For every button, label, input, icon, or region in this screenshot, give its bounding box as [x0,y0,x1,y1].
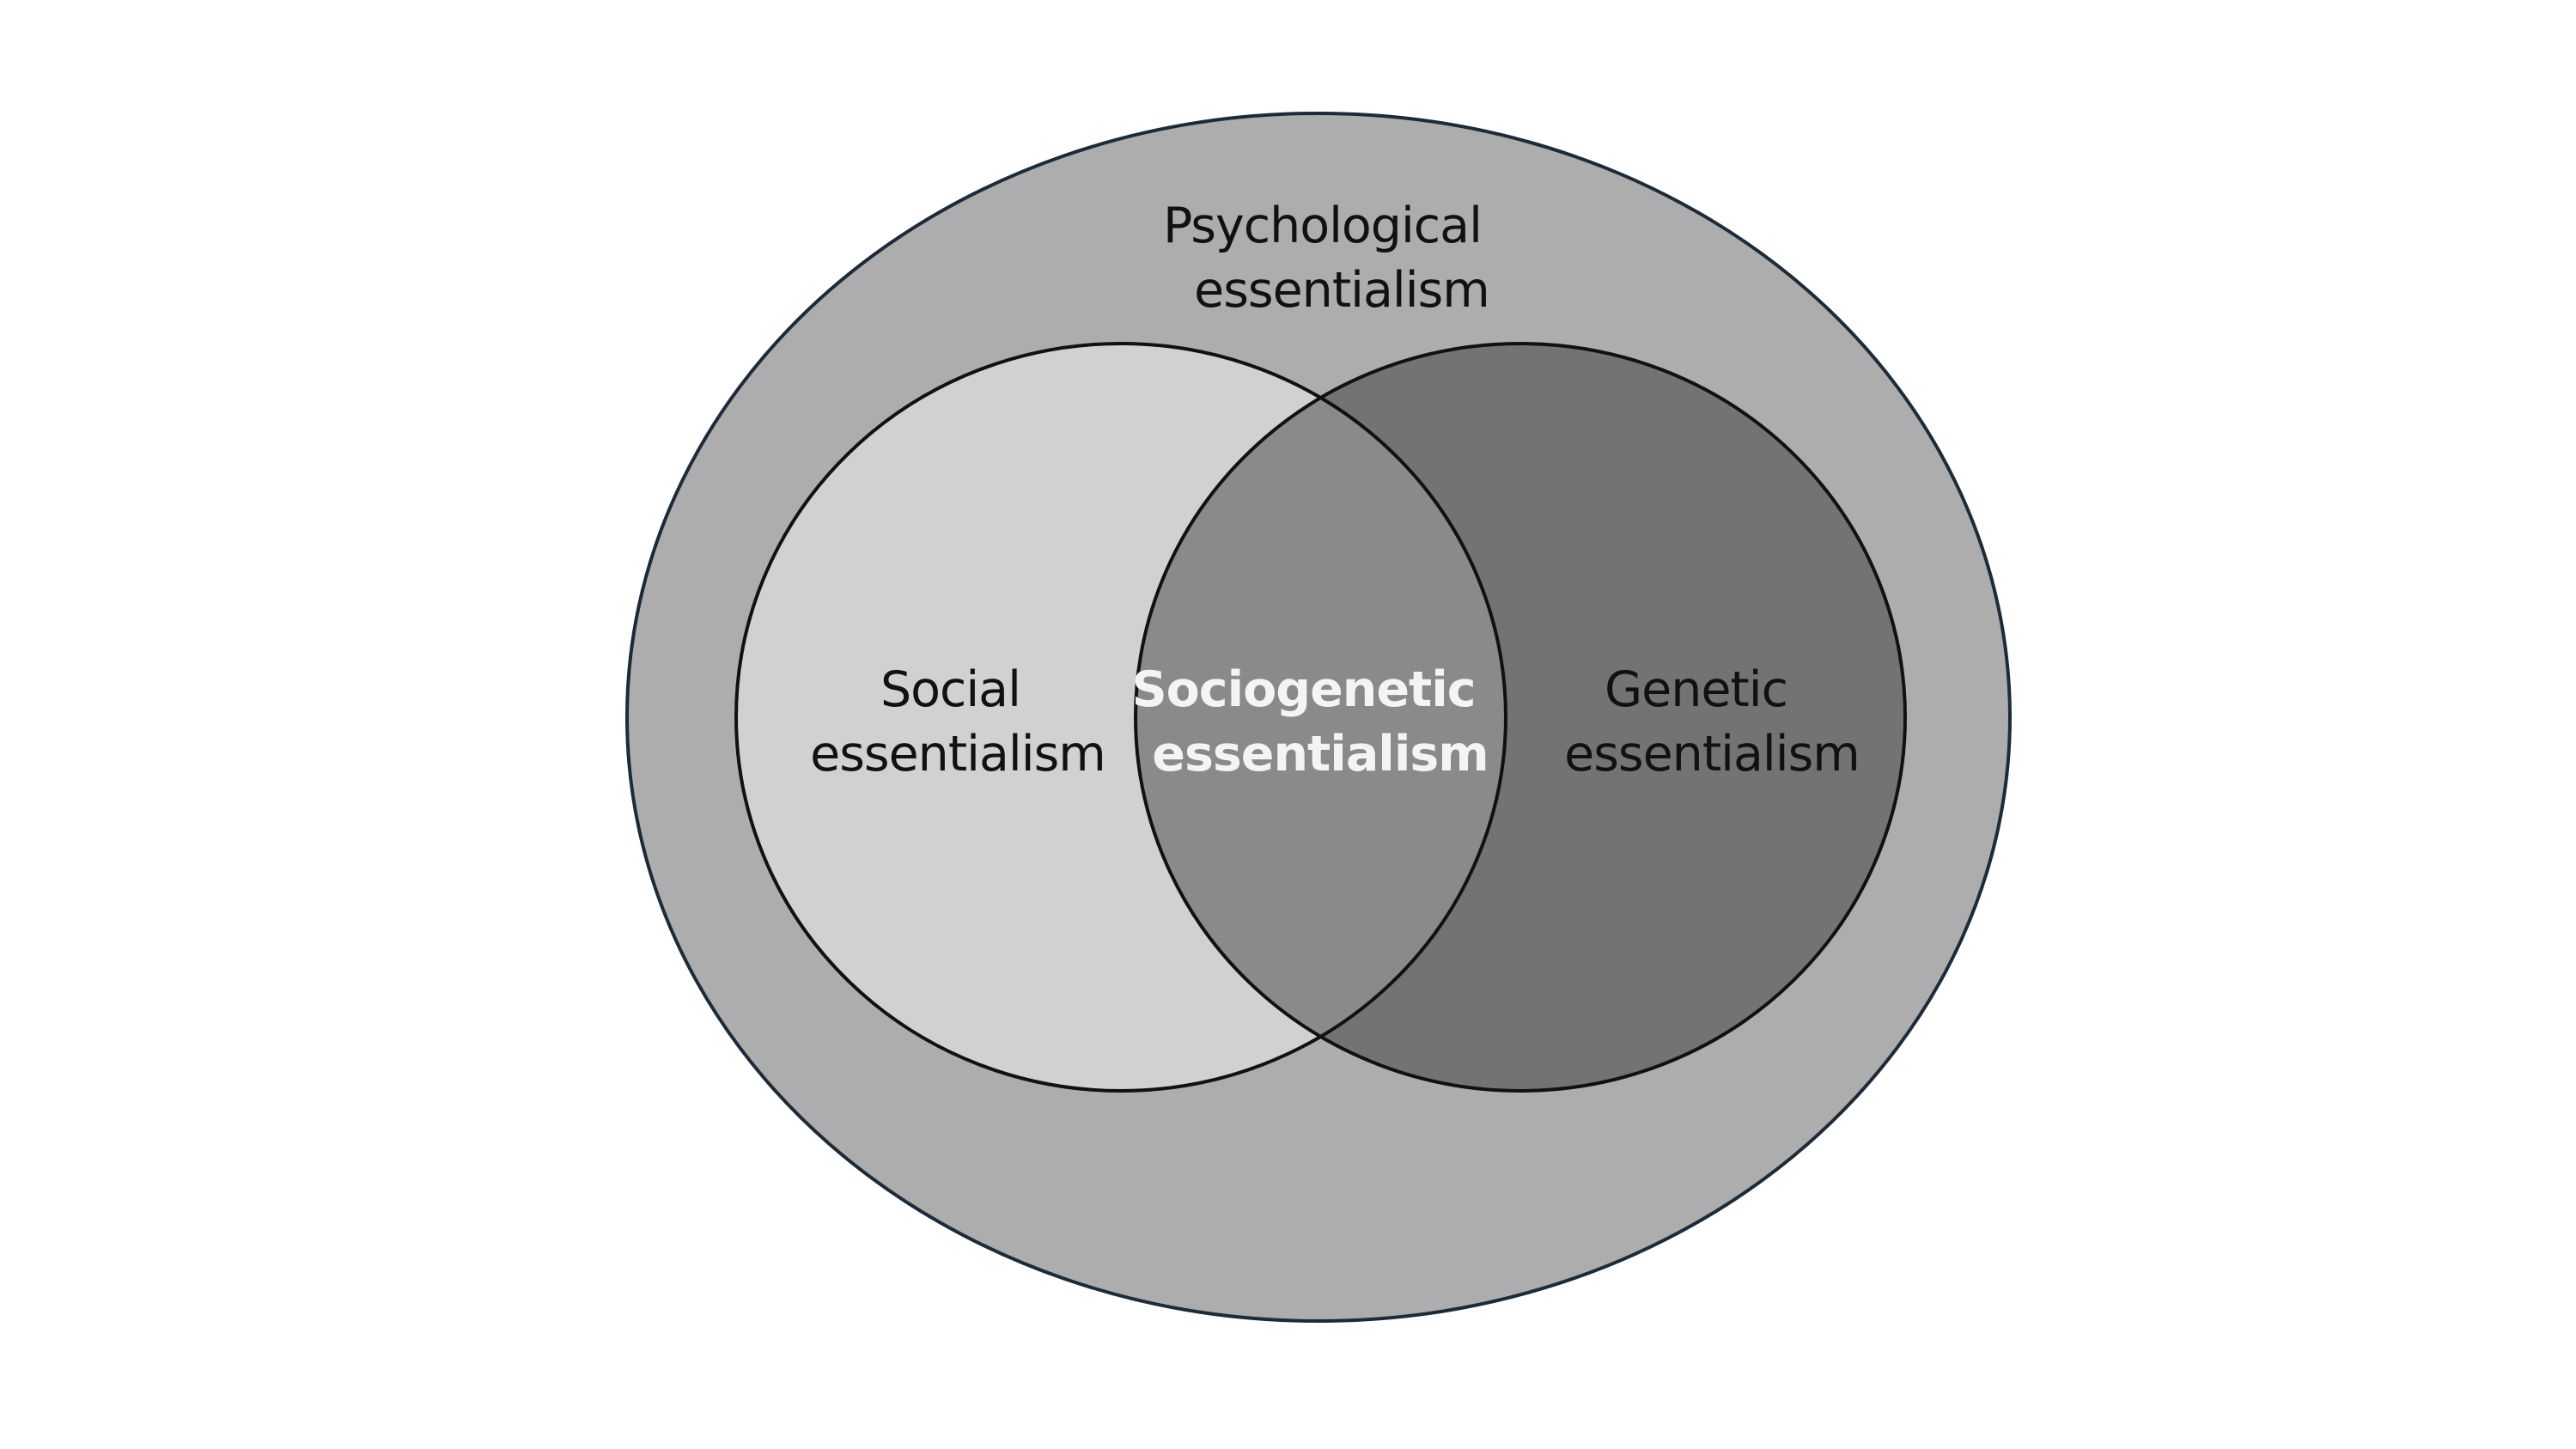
left-ellipse-outline [734,342,1507,1093]
outer-label: Psychological essentialism [1163,198,1496,319]
overlap-label: Sociogenetic essentialism [1132,661,1492,782]
left-label: Social essentialism [810,661,1105,782]
right-label: Genetic essentialism [1564,661,1860,782]
overlap-region-sociogenetic [1136,344,1506,1091]
right-ellipse-outline [1134,342,1907,1093]
